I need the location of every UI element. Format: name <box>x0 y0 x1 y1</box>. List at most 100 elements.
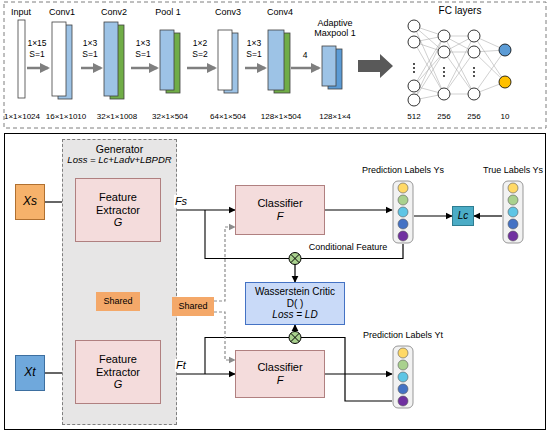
class-dot <box>398 183 408 193</box>
label-text: S=1 <box>82 50 97 60</box>
multiply-symbol <box>291 333 299 341</box>
label-text: 1×2 <box>193 39 207 49</box>
class-dot <box>398 348 408 358</box>
fc-dots <box>443 75 445 77</box>
fc-neuron <box>408 36 420 48</box>
class-dot <box>398 195 408 205</box>
label-text: Conv3 <box>215 7 241 17</box>
fc-neuron <box>499 44 511 56</box>
class-dot <box>508 195 518 205</box>
node-text: F <box>277 210 284 223</box>
label-text: 1×3 <box>247 39 261 49</box>
label-text: S=1 <box>29 50 44 60</box>
edge-label: Ft <box>175 359 187 372</box>
node-text: Shared <box>178 301 207 311</box>
label-text: S=1 <box>246 50 261 60</box>
fc-link <box>444 36 474 94</box>
fc-dots <box>413 63 415 65</box>
label-text: Conv2 <box>101 7 127 17</box>
node-text: F <box>277 374 284 387</box>
label-text: 128×1×504 <box>261 112 302 121</box>
fc-neuron <box>408 20 420 32</box>
fc-link <box>474 50 505 94</box>
label-text: 1×15 <box>27 39 46 49</box>
connector <box>325 373 392 374</box>
fc-link <box>414 52 444 86</box>
cnn-panel <box>4 2 546 128</box>
label-text: Conv1 <box>49 7 75 17</box>
node-text: Lc <box>458 210 469 222</box>
generator-region: GeneratorLoss = Lc+Ladv+LBPDRFeature Ext… <box>62 139 177 425</box>
label-text: 16×1×1010 <box>46 112 87 121</box>
class-dot <box>398 360 408 370</box>
fc-dots <box>473 67 475 69</box>
label-text: 1×3 <box>136 39 150 49</box>
class-dot <box>398 231 408 241</box>
label-text: 256 <box>467 112 480 121</box>
fc-neuron <box>468 30 480 42</box>
class-dot <box>398 396 408 406</box>
vector-frame <box>393 346 413 408</box>
feature-extractor-box: Feature ExtractorG <box>75 340 161 404</box>
label-text: 32×1×504 <box>152 112 188 121</box>
feature-extractor-box: Feature ExtractorG <box>75 178 161 242</box>
class-dot <box>398 372 408 382</box>
fc-neuron <box>408 80 420 92</box>
vector-column <box>502 180 524 244</box>
node-text: Xt <box>24 366 35 380</box>
label-text: Input <box>11 7 31 17</box>
fc-link <box>444 52 474 94</box>
node-text: Shared <box>103 296 132 306</box>
node-text: Generator <box>96 143 143 155</box>
label-vector: Prediction Labels Yt <box>392 345 414 409</box>
fc-dots <box>443 71 445 73</box>
label-text: FC layers <box>439 5 482 17</box>
multiply-symbol <box>289 332 301 344</box>
label-text: S=2 <box>192 50 207 60</box>
conv-layer <box>218 30 232 90</box>
layer-arrow <box>27 67 48 70</box>
label-text: Pool 1 <box>155 7 181 17</box>
vector-column <box>392 345 414 409</box>
label-vector: True Labels Ys <box>502 180 524 244</box>
node-text: Xs <box>23 195 37 209</box>
conv-layer <box>104 22 118 96</box>
multiply-symbol <box>289 253 301 265</box>
vector-column <box>392 180 414 244</box>
node-text: Feature Extractor <box>80 353 156 378</box>
connector <box>414 215 452 216</box>
label-text: 10 <box>501 112 510 121</box>
layer-arrow <box>245 67 265 70</box>
pool-layer <box>160 30 174 90</box>
framework-panel <box>5 134 546 430</box>
class-dot <box>508 183 518 193</box>
label-text: 128×1×4 <box>319 112 351 121</box>
vector-frame <box>393 181 413 243</box>
fc-dots <box>413 67 415 69</box>
vector-heading: Prediction Labels Ys <box>362 165 444 175</box>
connector <box>474 215 502 216</box>
multiply-symbol <box>291 254 299 262</box>
flow-arrow <box>358 54 393 78</box>
connector <box>214 227 235 301</box>
pool-layer <box>322 46 336 86</box>
fc-neuron <box>468 46 480 58</box>
classifier-box: ClassifierF <box>235 185 325 235</box>
fc-neuron <box>468 88 480 100</box>
label-text: 64×1×504 <box>210 112 246 121</box>
fc-link <box>444 36 474 94</box>
label-text: 512 <box>407 112 420 121</box>
class-dot <box>508 207 518 217</box>
fc-neuron <box>408 94 420 106</box>
node-text: G <box>114 216 123 229</box>
label-text: Adaptive Maxpool 1 <box>307 18 363 39</box>
connector <box>214 312 235 360</box>
label-vector: Prediction Labels Ys <box>392 180 414 244</box>
fc-neuron <box>438 88 450 100</box>
fc-link <box>474 36 505 82</box>
loss-box: Lc <box>452 206 474 226</box>
fc-dots <box>413 71 415 73</box>
label-text: S=1 <box>135 50 150 60</box>
layer-arrow <box>131 67 157 70</box>
